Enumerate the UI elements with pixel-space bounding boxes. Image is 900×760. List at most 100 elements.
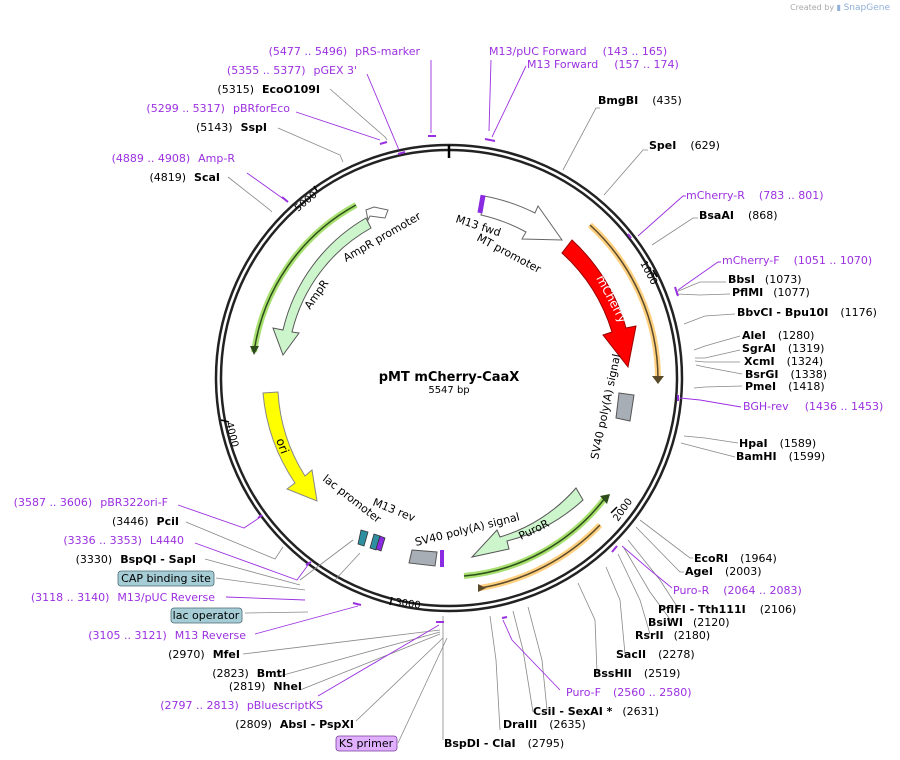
- svg-text:(5477 .. 5496)pRS-marker: (5477 .. 5496)pRS-marker: [269, 45, 421, 58]
- svg-text:(3105 .. 3121)M13 Reverse: (3105 .. 3121)M13 Reverse: [88, 629, 246, 642]
- svg-text:SgrAI(1319): SgrAI(1319): [742, 342, 824, 355]
- primer-m13-puc-forward[interactable]: M13/pUC Forward(143 .. 165): [489, 45, 667, 58]
- svg-text:KS primer: KS primer: [339, 737, 394, 750]
- svg-text:EcoRI(1964): EcoRI(1964): [694, 552, 777, 565]
- svg-text:(2797 .. 2813)pBluescriptKS: (2797 .. 2813)pBluescriptKS: [160, 699, 323, 712]
- tick-2000: 2000: [611, 497, 635, 524]
- site-bspqi-sapi[interactable]: (3330)BspQI - SapI: [76, 553, 196, 566]
- tick-marks: 1000 2000 3000 4000 5000: [220, 185, 659, 612]
- site-alei[interactable]: AleI(1280): [742, 329, 814, 342]
- primer-pbluescriptks[interactable]: (2797 .. 2813)pBluescriptKS: [160, 699, 323, 712]
- svg-text:CAP binding site: CAP binding site: [121, 572, 211, 585]
- svg-text:(2819)NheI: (2819)NheI: [229, 680, 302, 693]
- site-bsiwi[interactable]: BsiWI(2120): [648, 616, 730, 629]
- site-bbsi[interactable]: BbsI(1073): [728, 273, 801, 286]
- svg-text:BmgBI(435): BmgBI(435): [598, 94, 682, 107]
- site-csii-sexai[interactable]: CsiI - SexAI *(2631): [533, 705, 659, 718]
- svg-text:AgeI(2003): AgeI(2003): [685, 565, 762, 578]
- ori-label: ori: [273, 436, 291, 455]
- svg-text:HpaI(1589): HpaI(1589): [739, 437, 816, 450]
- primer-m13-puc-reverse[interactable]: (3118 .. 3140)M13/pUC Reverse: [31, 591, 215, 604]
- svg-text:(3330)BspQI - SapI: (3330)BspQI - SapI: [76, 553, 196, 566]
- site-pcii[interactable]: (3446)PciI: [112, 515, 179, 528]
- svg-text:Puro-R(2064 .. 2083): Puro-R(2064 .. 2083): [673, 584, 802, 597]
- primer-puro-f[interactable]: Puro-F(2560 .. 2580): [566, 686, 692, 699]
- ori-feature[interactable]: ori: [262, 391, 318, 502]
- svg-text:BsiWI(2120): BsiWI(2120): [648, 616, 730, 629]
- svg-text:M13 Forward(157 .. 174): M13 Forward(157 .. 174): [527, 58, 679, 71]
- sv40-polya-right-feature[interactable]: SV40 poly(A) signal: [588, 353, 635, 461]
- primer-mcherry-f[interactable]: mCherry-F(1051 .. 1070): [722, 254, 872, 267]
- svg-text:mCherry-R(783 .. 801): mCherry-R(783 .. 801): [686, 189, 823, 202]
- site-scai[interactable]: (4819)ScaI: [149, 171, 220, 184]
- svg-text:(2970)MfeI: (2970)MfeI: [168, 648, 240, 661]
- primer-pgex-3[interactable]: (5355 .. 5377)pGEX 3': [227, 64, 357, 77]
- site-agei[interactable]: AgeI(2003): [685, 565, 762, 578]
- left-labels: (5477 .. 5496)pRS-marker (5355 .. 5377)p…: [14, 45, 421, 731]
- cap-binding-site-label[interactable]: CAP binding site: [117, 570, 215, 587]
- primer-m13-reverse[interactable]: (3105 .. 3121)M13 Reverse: [88, 629, 246, 642]
- primer-mcherry-r[interactable]: mCherry-R(783 .. 801): [686, 189, 823, 202]
- lac-operator-label[interactable]: lac operator: [170, 607, 243, 624]
- primer-amp-r[interactable]: (4889 .. 4908)Amp-R: [112, 152, 236, 165]
- mcherry-feature[interactable]: mCherry: [561, 239, 637, 369]
- site-bamhi[interactable]: BamHI(1599): [736, 450, 825, 463]
- site-sspi[interactable]: (5143)SspI: [196, 121, 267, 134]
- site-hpai[interactable]: HpaI(1589): [739, 437, 816, 450]
- site-sgrai[interactable]: SgrAI(1319): [742, 342, 824, 355]
- svg-text:BbvCI - Bpu10I(1176): BbvCI - Bpu10I(1176): [737, 306, 877, 319]
- site-rsrii[interactable]: RsrII(2180): [635, 629, 710, 642]
- svg-text:(4889 .. 4908)Amp-R: (4889 .. 4908)Amp-R: [112, 152, 236, 165]
- primer-puro-r[interactable]: Puro-R(2064 .. 2083): [673, 584, 802, 597]
- mt-promoter-feature[interactable]: M13 fwd MT promoter: [454, 194, 563, 276]
- orf-arc-ampr: [250, 202, 358, 355]
- credit-brand: SnapGene: [843, 3, 890, 13]
- primer-l4440[interactable]: (3336 .. 3353)L4440: [63, 534, 184, 547]
- primer-marks: [257, 135, 679, 623]
- lac-promoter-feature[interactable]: lac promoter M13 rev: [320, 472, 417, 552]
- site-sacii[interactable]: SacII(2278): [616, 648, 695, 661]
- site-bspdi-clai[interactable]: BspDI - ClaI(2795): [444, 737, 564, 750]
- site-bmti[interactable]: (2823)BmtI: [212, 667, 286, 680]
- site-ecoo109i[interactable]: (5315)EcoO109I: [217, 83, 320, 96]
- primer-pbrforeco[interactable]: (5299 .. 5317)pBRforEco: [146, 102, 290, 115]
- site-draiii[interactable]: DraIII(2635): [503, 718, 586, 731]
- svg-text:SpeI(629): SpeI(629): [649, 139, 720, 152]
- site-pflmi[interactable]: PflMI(1077): [732, 286, 810, 299]
- svg-text:mCherry-F(1051 .. 1070): mCherry-F(1051 .. 1070): [722, 254, 872, 267]
- site-bmgbi[interactable]: BmgBI(435): [598, 94, 682, 107]
- site-xcmi[interactable]: XcmI(1324): [744, 355, 823, 368]
- svg-text:(3446)PciI: (3446)PciI: [112, 515, 179, 528]
- credit-prefix: Created by: [790, 3, 835, 12]
- site-pflfi-tth111i[interactable]: PflFI - Tth111I(2106): [658, 603, 796, 616]
- primer-m13-forward[interactable]: M13 Forward(157 .. 174): [527, 58, 679, 71]
- primer-prs-marker[interactable]: (5477 .. 5496)pRS-marker: [269, 45, 421, 58]
- site-spei[interactable]: SpeI(629): [649, 139, 720, 152]
- svg-text:BamHI(1599): BamHI(1599): [736, 450, 825, 463]
- tick-3000: 3000: [395, 597, 422, 611]
- svg-text:(2809)AbsI - PspXI: (2809)AbsI - PspXI: [235, 718, 354, 731]
- site-pmei[interactable]: PmeI(1418): [745, 380, 825, 393]
- primer-pbr322ori-f[interactable]: (3587 .. 3606)pBR322ori-F: [14, 496, 168, 509]
- svg-text:(3587 .. 3606)pBR322ori-F: (3587 .. 3606)pBR322ori-F: [14, 496, 168, 509]
- site-mfei[interactable]: (2970)MfeI: [168, 648, 240, 661]
- svg-text:Puro-F(2560 .. 2580): Puro-F(2560 .. 2580): [566, 686, 692, 699]
- primer-lines-right: [488, 59, 742, 691]
- primer-bgh-rev[interactable]: BGH-rev(1436 .. 1453): [743, 400, 883, 413]
- svg-text:CsiI - SexAI *(2631): CsiI - SexAI *(2631): [533, 705, 659, 718]
- site-ecori[interactable]: EcoRI(1964): [694, 552, 777, 565]
- svg-text:BbsI(1073): BbsI(1073): [728, 273, 801, 286]
- ks-primer-label[interactable]: KS primer: [335, 735, 398, 752]
- site-nhei[interactable]: (2819)NheI: [229, 680, 302, 693]
- site-bsshii[interactable]: BssHII(2519): [593, 667, 680, 680]
- site-bsaai[interactable]: BsaAI(868): [699, 209, 778, 222]
- plasmid-length: 5547 bp: [428, 385, 469, 396]
- site-bbvci-bpu10i[interactable]: BbvCI - Bpu10I(1176): [737, 306, 877, 319]
- puror-label: PuroR: [517, 517, 552, 543]
- site-absi-pspxi[interactable]: (2809)AbsI - PspXI: [235, 718, 354, 731]
- ampr-feature[interactable]: AmpR: [272, 217, 372, 357]
- svg-text:RsrII(2180): RsrII(2180): [635, 629, 710, 642]
- svg-text:BsaAI(868): BsaAI(868): [699, 209, 778, 222]
- svg-text:PflMI(1077): PflMI(1077): [732, 286, 810, 299]
- site-bsrgi[interactable]: BsrGI(1338): [745, 368, 827, 381]
